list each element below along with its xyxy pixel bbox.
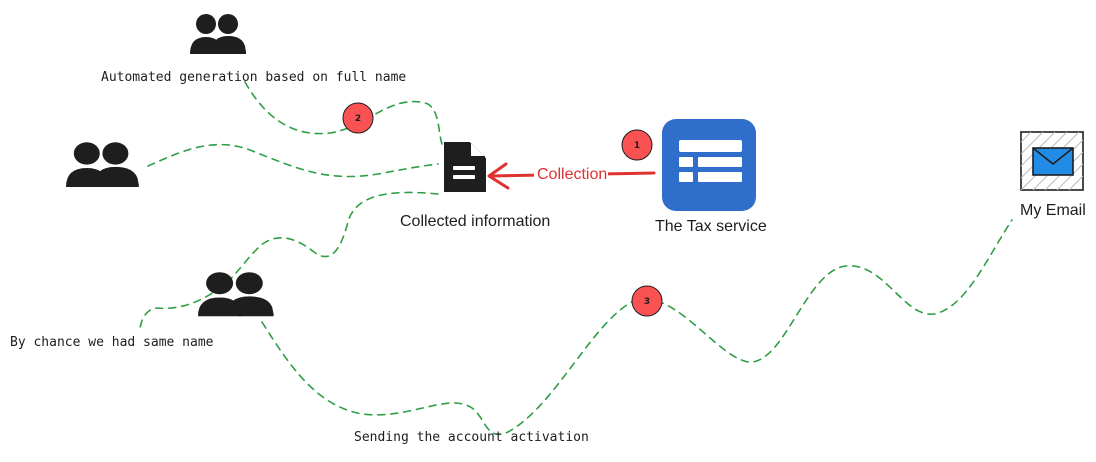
svg-text:2: 2 — [355, 114, 361, 124]
users-top-label: Automated generation based on full name — [101, 70, 407, 85]
step-badge-2: 2 — [342, 102, 374, 134]
users-bottom-label: By chance we had same name — [10, 335, 214, 350]
svg-text:1: 1 — [634, 141, 640, 151]
table-form-icon — [662, 119, 756, 211]
collection-label-bg — [534, 162, 608, 184]
document-label: Collected information — [400, 213, 551, 230]
connector-document-to-users-bottom — [139, 191, 439, 329]
users-icon — [66, 142, 139, 188]
collection-label: Collection — [537, 166, 607, 183]
step-badge-1: 1 — [621, 129, 653, 161]
activation-label: Sending the account activation — [354, 430, 589, 445]
tax-service-label: The Tax service — [655, 218, 767, 235]
document-icon — [444, 142, 486, 192]
connector-users-bottom-to-email — [261, 219, 1013, 435]
envelope-icon — [1020, 131, 1084, 191]
collection-arrowhead — [487, 162, 510, 190]
svg-text:3: 3 — [644, 297, 650, 307]
users-icon — [190, 14, 246, 54]
email-label: My Email — [1020, 202, 1086, 219]
connector-users-left-to-document — [147, 143, 439, 178]
step-badge-3: 3 — [631, 285, 663, 317]
